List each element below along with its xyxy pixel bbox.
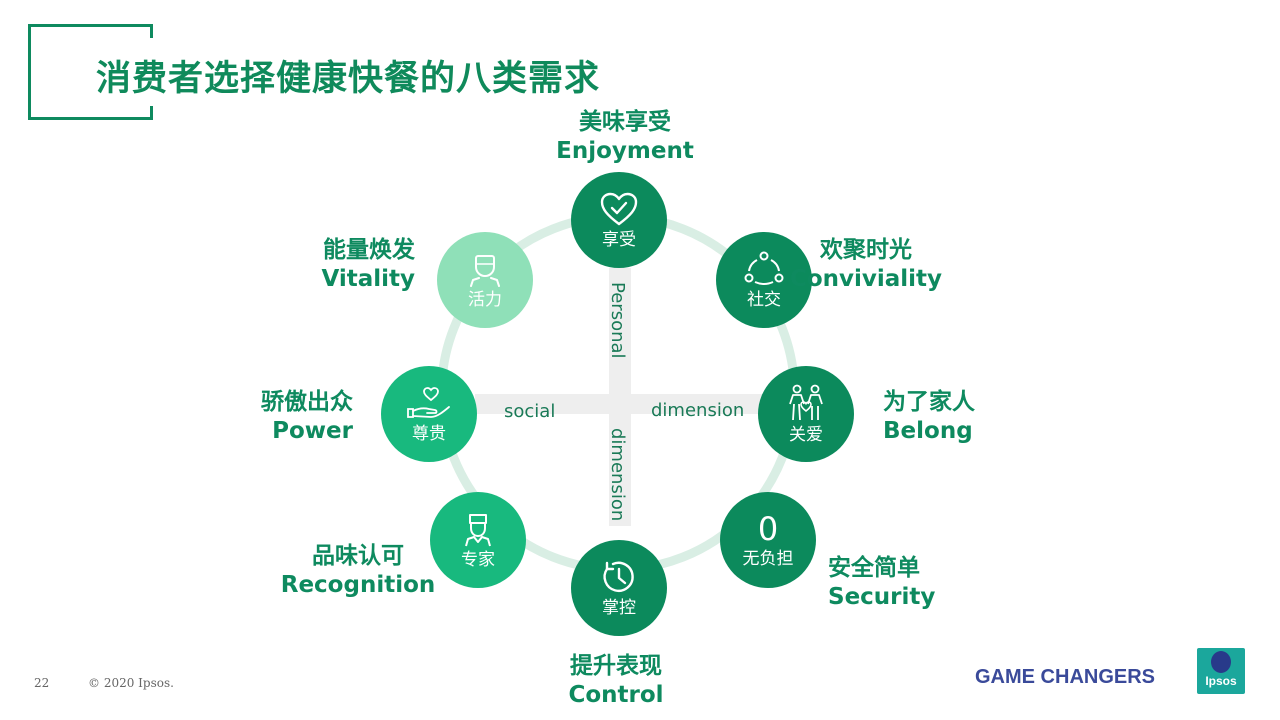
label-belong-zh: 为了家人	[883, 389, 975, 415]
page-number: 22	[34, 676, 50, 690]
axis-label-dimension-vertical: dimension	[607, 428, 628, 522]
label-control-en: Control	[568, 682, 664, 708]
label-enjoyment-zh: 美味享受	[578, 109, 671, 135]
logo-mark	[1211, 651, 1231, 673]
node-label-power: 尊贵	[412, 423, 446, 444]
label-belong: 为了家人 Belong	[883, 388, 975, 446]
node-vitality: 活力	[437, 232, 533, 328]
tagline: GAME CHANGERS	[975, 666, 1156, 688]
label-enjoyment-en: Enjoyment	[556, 138, 694, 164]
label-enjoyment: 美味享受 Enjoyment	[556, 108, 694, 166]
heart-check-icon	[600, 192, 638, 225]
label-security: 安全简单 Security	[828, 554, 935, 612]
title-bracket	[28, 24, 153, 120]
label-control-zh: 提升表现	[569, 653, 662, 679]
label-power-zh: 骄傲出众	[261, 389, 353, 415]
label-conviviality: 欢聚时光 Conviviality	[790, 236, 942, 294]
label-power-en: Power	[272, 418, 353, 444]
hand-heart-icon	[407, 386, 450, 418]
node-power: 尊贵	[381, 366, 477, 462]
node-recognition: 专家	[430, 492, 526, 588]
label-security-zh: 安全简单	[828, 555, 920, 581]
node-label-vitality: 活力	[468, 289, 502, 310]
label-security-en: Security	[828, 584, 936, 610]
axis-label-social: social	[504, 401, 556, 422]
node-label-conviviality: 社交	[747, 289, 781, 310]
node-label-belong: 关爱	[789, 424, 823, 445]
zero-icon: 0	[757, 510, 779, 548]
label-vitality-zh: 能量焕发	[323, 237, 415, 263]
node-label-security: 无负担	[742, 549, 794, 569]
label-conviviality-zh: 欢聚时光	[820, 237, 912, 263]
label-recognition-zh: 品味认可	[312, 543, 404, 569]
node-label-control: 掌控	[602, 597, 636, 618]
node-belong: 关爱	[758, 366, 854, 462]
ipsos-logo: Ipsos	[1197, 648, 1245, 694]
node-security: 0 无负担	[720, 492, 816, 588]
node-enjoyment: 享受	[571, 172, 667, 268]
label-vitality: 能量焕发 Vitality	[321, 236, 415, 294]
people-circle-icon	[744, 251, 784, 285]
node-conviviality: 社交	[716, 232, 812, 328]
logo-text: Ipsos	[1205, 674, 1237, 688]
node-label-recognition: 专家	[461, 549, 495, 570]
label-recognition: 品味认可 Recognition	[281, 542, 436, 600]
node-control: 掌控	[571, 540, 667, 636]
axis-label-dimension-horizontal: dimension	[651, 400, 745, 421]
label-recognition-en: Recognition	[280, 572, 436, 598]
chef-icon	[465, 513, 491, 546]
label-power: 骄傲出众 Power	[261, 388, 353, 446]
axis-label-personal: Personal	[607, 282, 628, 359]
label-control: 提升表现 Control	[568, 652, 663, 710]
horizontal-axis-bar	[475, 394, 765, 414]
label-vitality-en: Vitality	[321, 266, 415, 292]
family-icon	[789, 384, 823, 420]
person-icon	[470, 254, 500, 287]
label-conviviality-en: Conviviality	[789, 266, 943, 292]
clock-icon	[603, 561, 634, 592]
copyright-text: © 2020 Ipsos.	[88, 676, 174, 690]
node-label-enjoyment: 享受	[602, 229, 636, 250]
page-title: 消费者选择健康快餐的八类需求	[96, 59, 601, 99]
label-belong-en: Belong	[883, 418, 973, 444]
